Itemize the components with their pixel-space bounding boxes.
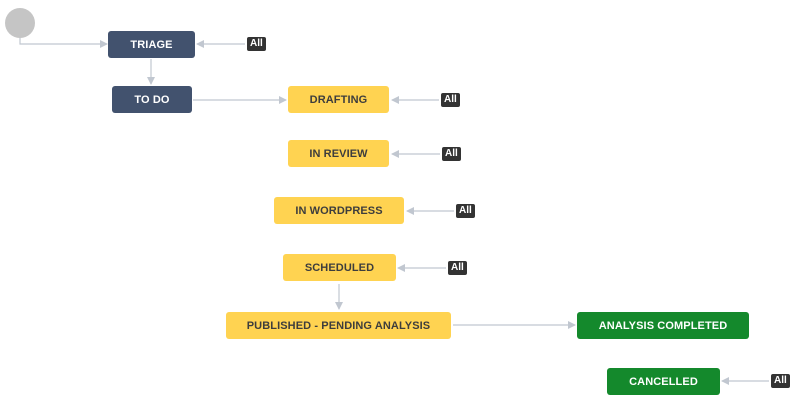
status-analysis-completed[interactable]: ANALYSIS COMPLETED: [577, 312, 749, 339]
all-transition-badge-in-review[interactable]: All: [442, 147, 461, 161]
arrow-start-to-triage: [19, 38, 108, 48]
status-in-review[interactable]: IN REVIEW: [288, 140, 389, 167]
status-to-do[interactable]: TO DO: [112, 86, 192, 113]
all-transition-badge-cancelled[interactable]: All: [771, 374, 790, 388]
status-cancelled[interactable]: CANCELLED: [607, 368, 720, 395]
status-published-pending-analysis[interactable]: PUBLISHED - PENDING ANALYSIS: [226, 312, 451, 339]
status-drafting[interactable]: DRAFTING: [288, 86, 389, 113]
all-transition-badge-triage[interactable]: All: [247, 37, 266, 51]
status-scheduled[interactable]: SCHEDULED: [283, 254, 396, 281]
status-in-wordpress[interactable]: IN WORDPRESS: [274, 197, 404, 224]
status-triage[interactable]: TRIAGE: [108, 31, 195, 58]
start-node: [5, 8, 35, 38]
all-transition-badge-in-wordpress[interactable]: All: [456, 204, 475, 218]
all-transition-badge-drafting[interactable]: All: [441, 93, 460, 107]
all-transition-badge-scheduled[interactable]: All: [448, 261, 467, 275]
